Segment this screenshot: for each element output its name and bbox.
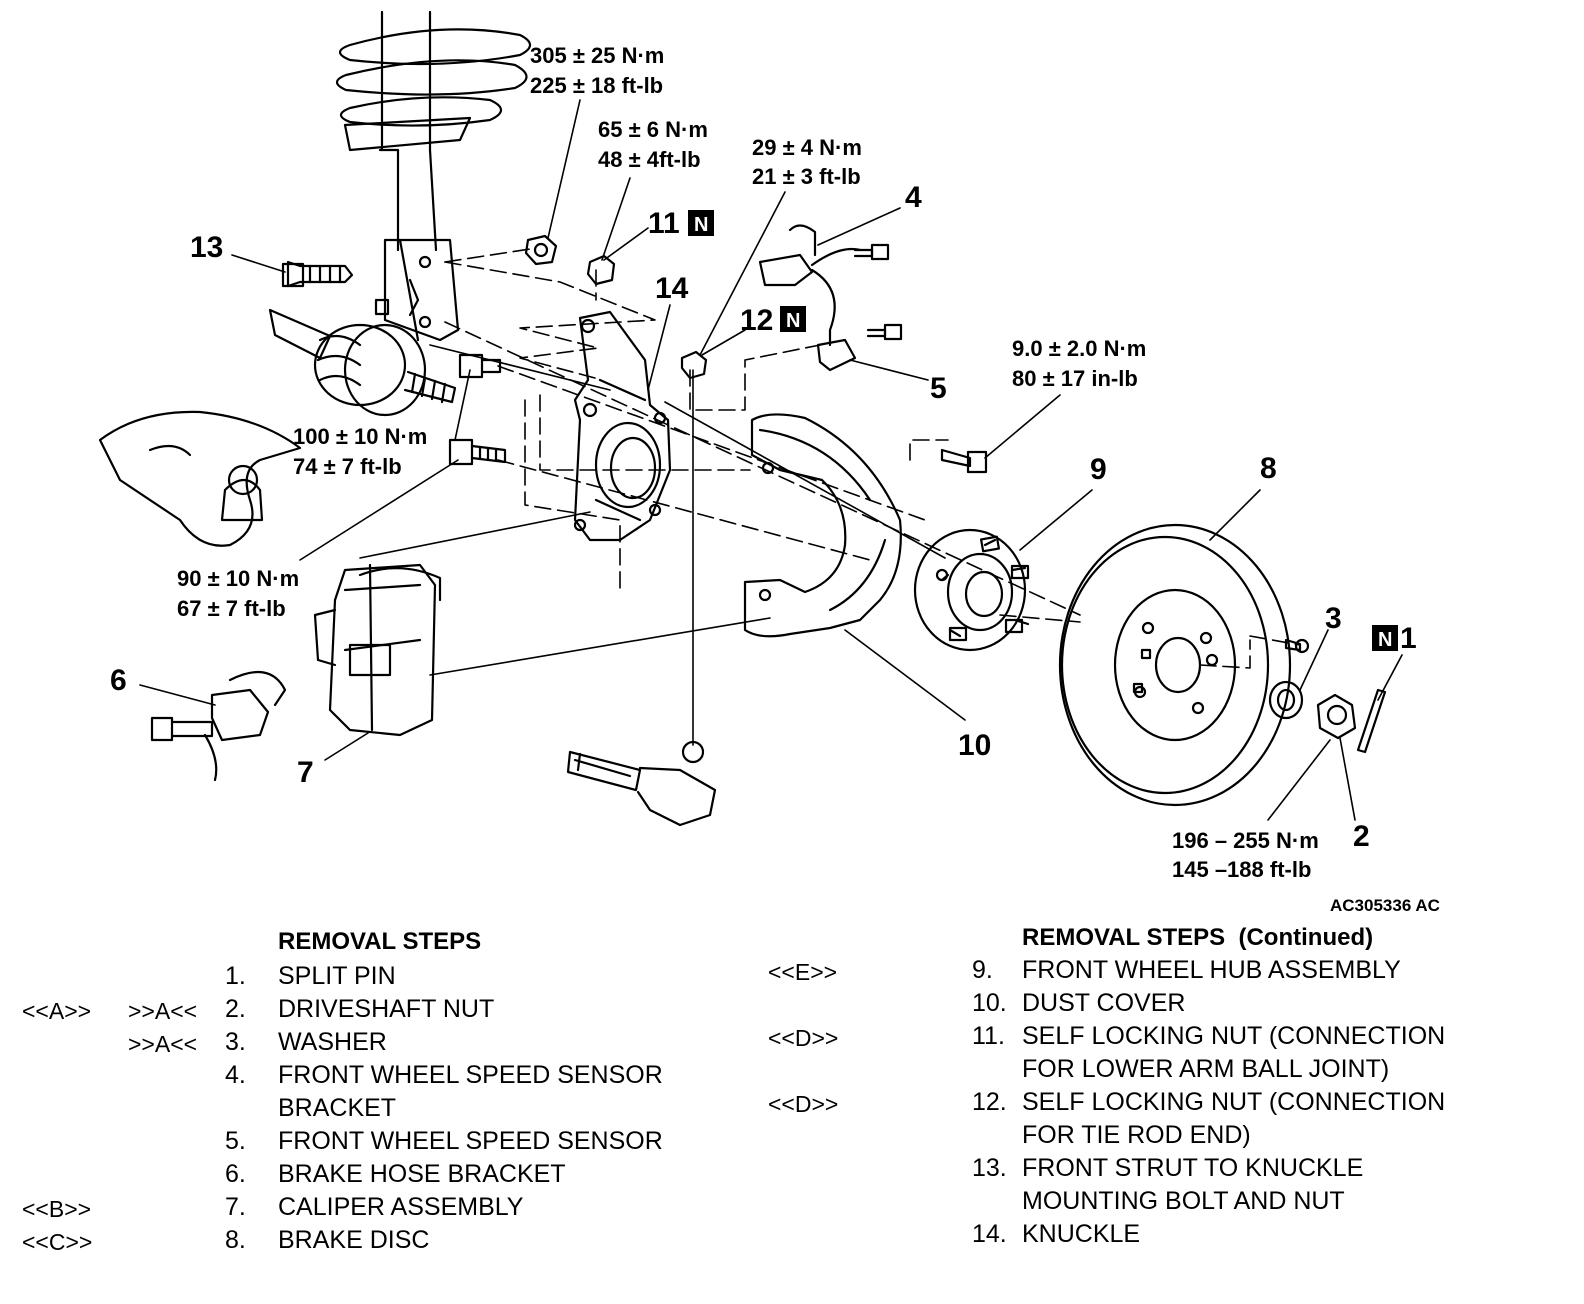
connection-lines	[359, 344, 946, 746]
n-marker-12-label: N	[786, 310, 800, 332]
step-8-removal-ref: <<C>>	[22, 1229, 93, 1255]
step-3-num: 3.	[225, 1028, 246, 1056]
callout-7: 7	[297, 756, 314, 789]
torque-caliper-bolt-nm: 90 ± 10 N·m	[177, 566, 299, 591]
step-12-text-line2: FOR TIE ROD END)	[1022, 1121, 1251, 1149]
dust-cover	[743, 413, 902, 638]
step-11-text-line2: FOR LOWER ARM BALL JOINT)	[1022, 1055, 1390, 1083]
step-11-text: SELF LOCKING NUT (CONNECTION	[1022, 1022, 1446, 1050]
step-7-num: 7.	[225, 1193, 246, 1221]
n-marker-1-label: N	[1378, 629, 1392, 651]
callout-1: 1	[1400, 622, 1417, 655]
torque-strut-nut-ftlb: 225 ± 18 ft-lb	[530, 73, 663, 98]
step-13-num: 13.	[972, 1154, 1007, 1182]
step-13-text: FRONT STRUT TO KNUCKLE	[1022, 1154, 1364, 1182]
step-9-num: 9.	[972, 956, 993, 984]
callout-4: 4	[905, 181, 922, 214]
step-12-text: SELF LOCKING NUT (CONNECTION	[1022, 1088, 1446, 1116]
figure-id: AC305336 AC	[1330, 896, 1440, 915]
torque-tie-rod-nut-nm: 29 ± 4 N·m	[752, 135, 862, 160]
step-2-removal-ref: <<A>>	[22, 998, 92, 1024]
callout-5: 5	[930, 372, 947, 405]
removal-steps-right: REMOVAL STEPS (Continued) <<E>> 9. FRONT…	[760, 921, 1560, 1261]
step-9-removal-ref: <<E>>	[768, 959, 838, 985]
torque-hub-bolt-nm: 100 ± 10 N·m	[293, 424, 427, 449]
callout-11: 11	[648, 207, 680, 240]
step-2-num: 2.	[225, 995, 246, 1023]
removal-steps-left: REMOVAL STEPS 1. SPLIT PIN <<A>> >>A<< 2…	[0, 925, 760, 1265]
step-14-text: KNUCKLE	[1022, 1220, 1141, 1248]
brake-disc	[1058, 523, 1292, 807]
step-5-text: FRONT WHEEL SPEED SENSOR	[278, 1127, 663, 1155]
step-3-text: WASHER	[278, 1028, 387, 1056]
step-2-install-ref: >>A<<	[128, 998, 198, 1024]
step-4-num: 4.	[225, 1061, 246, 1089]
step-11-num: 11.	[972, 1022, 1005, 1050]
torque-lower-arm-nut-nm: 65 ± 6 N·m	[598, 117, 708, 142]
n-marker-1	[1372, 625, 1398, 651]
torque-dust-cover-bolt-nm: 9.0 ± 2.0 N·m	[1012, 336, 1146, 361]
lower-arm-nut-11	[586, 254, 616, 286]
n-marker-11	[688, 210, 714, 236]
callout-12: 12	[740, 304, 773, 337]
step-6-num: 6.	[225, 1160, 246, 1188]
step-6-text: BRAKE HOSE BRACKET	[278, 1160, 566, 1188]
step-12-removal-ref: <<D>>	[768, 1091, 839, 1117]
torque-dust-cover-bolt-inlb: 80 ± 17 in-lb	[1012, 366, 1138, 391]
strut-nut	[524, 234, 558, 266]
exploded-view-diagram: 13 11 N 14 12 N 4 5 9 8 3 N 1 2 10 7 6 3…	[98, 10, 1440, 915]
wheel-speed-sensor	[758, 224, 862, 372]
step-4-text-line2: BRACKET	[278, 1094, 397, 1122]
callout-10: 10	[958, 729, 991, 762]
step-8-text: BRAKE DISC	[278, 1226, 430, 1254]
callout-8: 8	[1260, 452, 1277, 485]
assembly-guide-lines	[444, 248, 1301, 669]
step-7-removal-ref: <<B>>	[22, 1196, 92, 1222]
step-8-num: 8.	[225, 1226, 246, 1254]
torque-hub-bolt-ftlb: 74 ± 7 ft-lb	[293, 454, 402, 479]
torque-caliper-bolt-ftlb: 67 ± 7 ft-lb	[177, 596, 286, 621]
torque-driveshaft-nut-ftlb: 145 –188 ft-lb	[1172, 857, 1311, 882]
step-7-text: CALIPER ASSEMBLY	[278, 1193, 524, 1221]
torque-strut-nut-nm: 305 ± 25 N·m	[530, 43, 664, 68]
front-wheel-hub	[913, 528, 1030, 652]
step-4-text: FRONT WHEEL SPEED SENSOR	[278, 1061, 663, 1089]
n-marker-12	[780, 306, 806, 332]
step-10-text: DUST COVER	[1022, 989, 1186, 1017]
callout-2: 2	[1353, 820, 1370, 853]
step-1-text: SPLIT PIN	[278, 962, 396, 990]
removal-steps-title: REMOVAL STEPS	[278, 928, 482, 955]
step-5-num: 5.	[225, 1127, 246, 1155]
tie-rod-end	[566, 740, 717, 827]
callout-14: 14	[655, 272, 689, 305]
callout-9: 9	[1090, 453, 1107, 486]
callout-3: 3	[1325, 602, 1342, 635]
lower-arm	[98, 410, 302, 547]
step-2-text: DRIVESHAFT NUT	[278, 995, 495, 1023]
step-13-text-line2: MOUNTING BOLT AND NUT	[1022, 1187, 1345, 1215]
torque-tie-rod-nut-ftlb: 21 ± 3 ft-lb	[752, 164, 861, 189]
step-14-num: 14.	[972, 1220, 1007, 1248]
step-10-num: 10.	[972, 989, 1007, 1017]
caliper-assembly	[313, 563, 442, 737]
tie-rod-nut-12	[680, 350, 708, 380]
strut-spring-assembly	[335, 10, 532, 342]
driveshaft-cv-joint	[268, 308, 457, 417]
brake-hose-bracket	[203, 670, 287, 782]
step-9-text: FRONT WHEEL HUB ASSEMBLY	[1022, 956, 1401, 984]
callout-6: 6	[110, 664, 127, 697]
callout-13: 13	[190, 231, 223, 264]
step-1-num: 1.	[225, 962, 246, 990]
torque-driveshaft-nut-nm: 196 – 255 N·m	[1172, 828, 1319, 853]
step-12-num: 12.	[972, 1088, 1007, 1116]
n-marker-11-label: N	[694, 214, 708, 236]
step-11-removal-ref: <<D>>	[768, 1025, 839, 1051]
step-3-install-ref: >>A<<	[128, 1031, 198, 1057]
fasteners	[150, 234, 1310, 742]
leader-lines	[139, 99, 1403, 821]
knuckle	[573, 310, 672, 542]
removal-steps-title-continued: REMOVAL STEPS (Continued)	[1022, 924, 1374, 951]
torque-lower-arm-nut-ftlb: 48 ± 4ft-lb	[598, 147, 701, 172]
